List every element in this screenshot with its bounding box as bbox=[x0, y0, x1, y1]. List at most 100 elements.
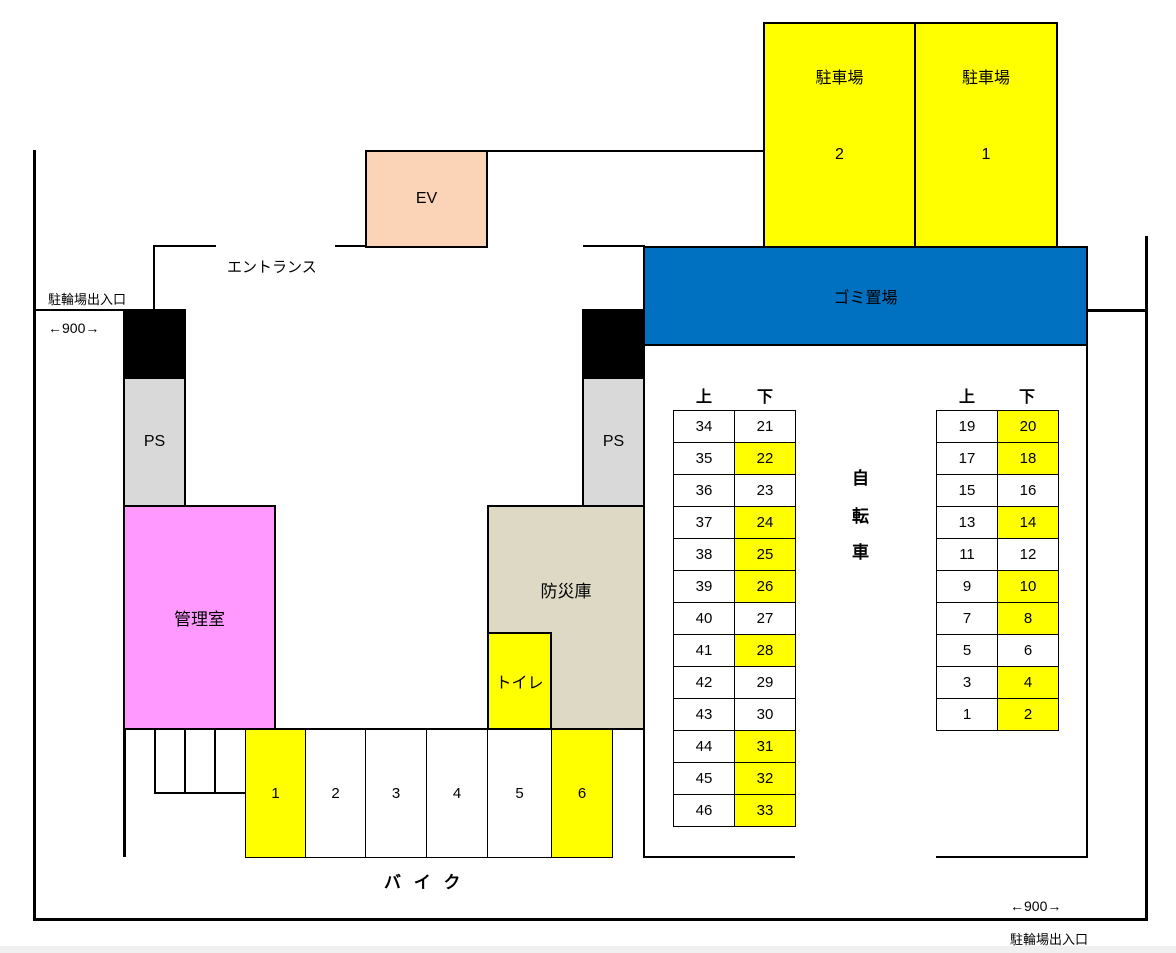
ps-label: PS bbox=[602, 433, 625, 450]
rack-slot-upper: 36 bbox=[673, 474, 735, 507]
elevator-label: EV bbox=[415, 190, 438, 207]
rack-slot-lower: 18 bbox=[997, 442, 1059, 475]
bicycle-label-1: 自 bbox=[852, 469, 869, 488]
motorbike-label: バ イ ク bbox=[384, 873, 465, 892]
left-ledge bbox=[33, 309, 125, 311]
parking-space-2: 駐車場 2 bbox=[763, 22, 916, 248]
small-stall-divider bbox=[214, 730, 216, 794]
rack-slot-upper: 40 bbox=[673, 602, 735, 635]
rack-slot-upper: 42 bbox=[673, 666, 735, 699]
rack-slot-lower: 28 bbox=[734, 634, 796, 667]
entrance-label: エントランス bbox=[227, 259, 317, 276]
rack-slot-lower: 14 bbox=[997, 506, 1059, 539]
parking-title: 駐車場 bbox=[815, 70, 864, 87]
outer-right-wall bbox=[1145, 236, 1148, 309]
right-rack-header-upper: 上 bbox=[959, 389, 976, 406]
shaft-black-left bbox=[123, 309, 186, 379]
rack-slot-lower: 8 bbox=[997, 602, 1059, 635]
ps-right: PS bbox=[582, 377, 645, 507]
motorbike-slot: 5 bbox=[487, 729, 552, 858]
rack-slot-upper: 45 bbox=[673, 762, 735, 795]
rack-slot-lower: 21 bbox=[734, 410, 796, 443]
rack-slot-upper: 41 bbox=[673, 634, 735, 667]
rack-slot-lower: 16 bbox=[997, 474, 1059, 507]
entrance-wall-left-top bbox=[153, 245, 216, 247]
rack-slot-lower: 32 bbox=[734, 762, 796, 795]
rack-slot-lower: 25 bbox=[734, 538, 796, 571]
management-room: 管理室 bbox=[123, 505, 276, 730]
bicycle-area-bottom-left bbox=[643, 856, 795, 858]
toilet-label: トイレ bbox=[495, 675, 544, 692]
rack-slot-upper: 17 bbox=[936, 442, 998, 475]
rack-slot-lower: 29 bbox=[734, 666, 796, 699]
outer-right-ledge bbox=[1086, 309, 1148, 312]
small-stall-bottom bbox=[154, 792, 246, 794]
bike-entrance-label-left: 駐輪場出入口 bbox=[48, 292, 127, 307]
elevator: EV bbox=[365, 150, 488, 248]
parking-number: 1 bbox=[981, 146, 991, 163]
rack-slot-lower: 30 bbox=[734, 698, 796, 731]
rack-slot-upper: 13 bbox=[936, 506, 998, 539]
wall-ev-to-parking bbox=[487, 150, 764, 152]
rack-slot-lower: 22 bbox=[734, 442, 796, 475]
motorbike-slot: 3 bbox=[365, 729, 427, 858]
garbage-label: ゴミ置場 bbox=[833, 290, 898, 307]
rack-slot-upper: 9 bbox=[936, 570, 998, 603]
rack-slot-lower: 4 bbox=[997, 666, 1059, 699]
outer-right-wall-lower bbox=[1145, 309, 1148, 921]
bicycle-area-right-wall bbox=[1086, 344, 1088, 858]
left-rack-header-upper: 上 bbox=[696, 389, 713, 406]
outer-left-wall bbox=[33, 150, 36, 921]
rack-slot-upper: 39 bbox=[673, 570, 735, 603]
rack-slot-upper: 38 bbox=[673, 538, 735, 571]
entrance-wall-left-side bbox=[153, 245, 155, 311]
parking-title: 駐車場 bbox=[961, 70, 1010, 87]
right-rack-header-lower: 下 bbox=[1019, 389, 1036, 406]
rack-slot-upper: 46 bbox=[673, 794, 735, 827]
rack-slot-lower: 33 bbox=[734, 794, 796, 827]
rack-slot-lower: 26 bbox=[734, 570, 796, 603]
width-marker-right: ←900→ bbox=[1010, 898, 1062, 914]
motorbike-slot: 1 bbox=[245, 729, 306, 858]
motorbike-slot: 4 bbox=[426, 729, 488, 858]
rack-slot-upper: 1 bbox=[936, 698, 998, 731]
entrance-wall-right-top bbox=[583, 245, 645, 247]
rack-slot-lower: 12 bbox=[997, 538, 1059, 571]
bicycle-area-left-wall bbox=[643, 344, 645, 858]
rack-slot-lower: 2 bbox=[997, 698, 1059, 731]
outer-bottom-wall bbox=[33, 918, 1148, 921]
rack-slot-lower: 10 bbox=[997, 570, 1059, 603]
small-stall-divider bbox=[184, 730, 186, 794]
toilet: トイレ bbox=[487, 632, 552, 730]
rack-slot-upper: 35 bbox=[673, 442, 735, 475]
rack-slot-lower: 20 bbox=[997, 410, 1059, 443]
rack-slot-upper: 37 bbox=[673, 506, 735, 539]
motorbike-slot: 2 bbox=[305, 729, 366, 858]
rack-slot-lower: 27 bbox=[734, 602, 796, 635]
bicycle-label-3: 車 bbox=[852, 543, 869, 562]
bicycle-area-bottom-right bbox=[936, 856, 1088, 858]
entrance-wall-mid-top bbox=[335, 245, 366, 247]
left-rack-header-lower: 下 bbox=[757, 389, 774, 406]
rack-slot-upper: 15 bbox=[936, 474, 998, 507]
rack-slot-lower: 23 bbox=[734, 474, 796, 507]
rack-slot-upper: 19 bbox=[936, 410, 998, 443]
rack-slot-upper: 7 bbox=[936, 602, 998, 635]
shaft-black-right bbox=[582, 309, 645, 379]
garbage-area: ゴミ置場 bbox=[643, 246, 1088, 346]
small-stall-divider bbox=[154, 730, 156, 794]
rack-slot-lower: 24 bbox=[734, 506, 796, 539]
rack-slot-upper: 43 bbox=[673, 698, 735, 731]
parking-number: 2 bbox=[835, 146, 844, 163]
bicycle-label-2: 転 bbox=[852, 507, 869, 526]
rack-slot-upper: 44 bbox=[673, 730, 735, 763]
parking-space-1: 駐車場 1 bbox=[914, 22, 1058, 248]
rack-slot-upper: 11 bbox=[936, 538, 998, 571]
rack-slot-lower: 31 bbox=[734, 730, 796, 763]
rack-slot-upper: 3 bbox=[936, 666, 998, 699]
page-bottom-band bbox=[0, 946, 1176, 953]
ps-left: PS bbox=[123, 377, 186, 507]
width-marker-underline bbox=[996, 919, 1076, 920]
rack-slot-lower: 6 bbox=[997, 634, 1059, 667]
width-marker-left: ←900→ bbox=[48, 320, 100, 336]
